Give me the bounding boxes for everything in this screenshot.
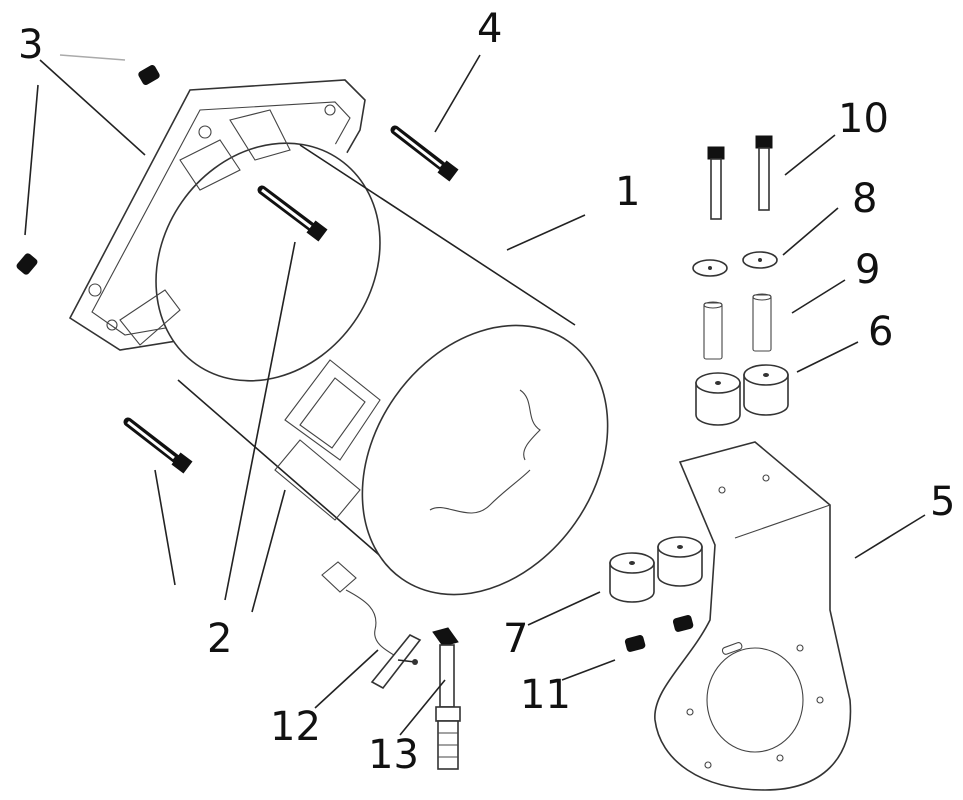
- leader-3b: [24, 84, 39, 236]
- part-3-nut-upper: [138, 65, 160, 85]
- part-13-fitting: [432, 627, 461, 770]
- callout-9: 9: [855, 247, 880, 293]
- part-10-bolts: [707, 135, 773, 220]
- leader-10: [784, 134, 836, 176]
- callout-12: 12: [270, 704, 321, 750]
- leader-4: [434, 54, 481, 133]
- part-2-bolt-upper: [257, 185, 328, 242]
- leader-8: [782, 207, 839, 256]
- leader-2b: [251, 489, 286, 613]
- part-11-nuts: [624, 615, 694, 652]
- part-1-housing: [68, 79, 609, 596]
- part-12-sensor: [321, 561, 422, 690]
- callout-13: 13: [368, 732, 419, 778]
- leader-5: [854, 514, 926, 559]
- callout-2: 2: [207, 616, 232, 662]
- leader-11: [561, 659, 616, 681]
- part-6-dampers: [695, 364, 789, 426]
- leader-2a: [224, 241, 296, 601]
- leader-3a: [39, 59, 146, 156]
- callout-8: 8: [852, 176, 877, 222]
- callout-4: 4: [477, 6, 502, 52]
- callout-7: 7: [503, 616, 528, 662]
- part-9-sleeves: [703, 293, 772, 360]
- leader-1: [506, 214, 586, 251]
- part-8-washers: [692, 251, 778, 277]
- callout-10: 10: [838, 96, 889, 142]
- part-3-nut-lower: [16, 253, 38, 275]
- leader-lines: [24, 54, 926, 736]
- leader-13: [399, 679, 446, 736]
- leader-6: [796, 341, 859, 373]
- callout-1: 1: [615, 169, 640, 215]
- leader-9: [791, 279, 846, 314]
- callout-6: 6: [868, 309, 893, 355]
- part-4-bolt: [390, 125, 459, 182]
- callout-5: 5: [930, 479, 955, 525]
- leader-7: [527, 591, 601, 626]
- callout-3: 3: [18, 22, 43, 68]
- callout-11: 11: [520, 672, 571, 718]
- leader-2c: [154, 469, 176, 586]
- part-2-bolt-lower: [123, 417, 193, 474]
- part-7-dampers: [609, 536, 703, 603]
- leader-3c: [59, 54, 126, 61]
- callout-labels: 1 2 3 4 5 6 7 8 9 10 11 12 13: [18, 6, 955, 778]
- part-5-bracket: [654, 441, 852, 791]
- leader-12: [314, 649, 379, 709]
